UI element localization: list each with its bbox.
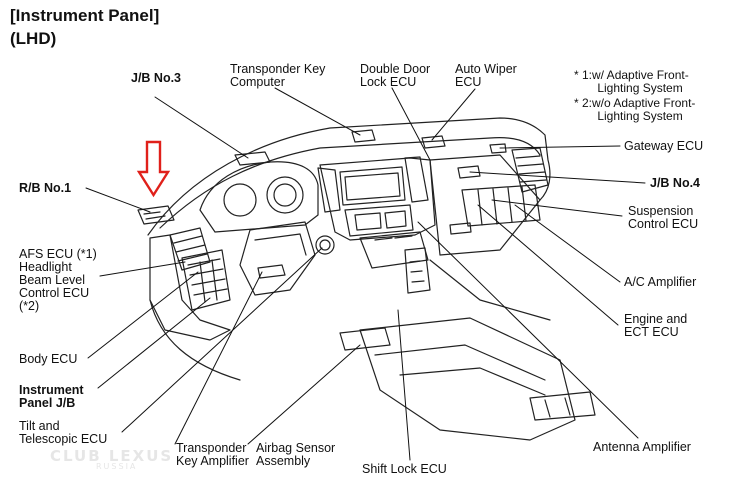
- right-ecu-cluster: [461, 184, 541, 227]
- label-suspension-control-ecu: Suspension Control ECU: [628, 204, 699, 231]
- leader-antenna-amplifier: [417, 221, 639, 439]
- ignition-knob: [315, 235, 335, 255]
- leader-transponder-key-amplifier: [174, 271, 263, 445]
- leader-jb4: [469, 171, 646, 184]
- label-jb4: J/B No.4: [650, 176, 701, 190]
- gateway-box: [489, 143, 507, 154]
- center-console: [359, 317, 576, 441]
- label-rb1: R/B No.1: [19, 181, 72, 195]
- center-vents: [317, 156, 429, 213]
- label-antenna-amplifier: Antenna Amplifier: [593, 440, 691, 454]
- cluster-hood: [199, 161, 319, 233]
- shifter: [404, 247, 431, 294]
- console-switches: [529, 391, 596, 421]
- right-dash: [429, 154, 541, 256]
- dashboard-top-outline: [147, 117, 551, 236]
- label-body-ecu: Body ECU: [19, 352, 78, 366]
- leader-suspension-control-ecu: [491, 199, 623, 217]
- diagram-title: [Instrument Panel]: [10, 6, 160, 25]
- right-vent: [511, 147, 549, 193]
- leader-jb3: [154, 96, 249, 159]
- dashboard-upper-edge: [159, 137, 541, 229]
- leader-engine-ect-ecu: [477, 204, 619, 326]
- label-afs-ecu: AFS ECU (*1) Headlight Beam Level Contro…: [19, 247, 97, 313]
- label-gateway-ecu: Gateway ECU: [624, 139, 704, 153]
- pointer-arrow-icon: [136, 140, 171, 198]
- climate-controls: [344, 204, 414, 237]
- leader-body-ecu: [87, 271, 199, 359]
- label-auto-wiper-ecu: Auto Wiper ECU: [455, 62, 517, 89]
- diagram-subtitle: (LHD): [10, 29, 57, 48]
- steering-column: [239, 221, 316, 296]
- double-door-lock-box: [351, 129, 376, 143]
- lower-stack: [359, 231, 429, 269]
- label-tilt-telescopic-ecu: Tilt and Telescopic ECU: [19, 419, 108, 446]
- footnote-afs: * 1:w/ Adaptive Front- Lighting System: [574, 68, 689, 95]
- label-transponder-key-computer: Transponder Key Computer: [230, 62, 326, 89]
- leader-airbag-sensor: [247, 344, 361, 445]
- label-transponder-key-amplifier: Transponder Key Amplifier: [176, 441, 249, 468]
- transponder-amp-box: [257, 264, 286, 279]
- leader-rb1: [85, 187, 151, 213]
- label-instrument-panel-jb: Instrument Panel J/B: [19, 383, 84, 410]
- transponder-key-computer-box: [234, 151, 271, 166]
- center-stack: [319, 157, 436, 241]
- label-double-door-lock-ecu: Double Door Lock ECU: [360, 62, 431, 89]
- left-vent: [169, 227, 211, 271]
- label-engine-ect-ecu: Engine and ECT ECU: [624, 312, 688, 339]
- leader-tilt-telescopic-ecu: [121, 247, 323, 433]
- leader-gateway-ecu: [499, 145, 621, 149]
- relay-block: [181, 249, 231, 311]
- leader-auto-wiper-ecu: [431, 88, 476, 141]
- gauge-right: [266, 176, 304, 214]
- leader-afs-ecu: [99, 261, 186, 277]
- display-screen: [339, 166, 406, 206]
- jb4-box: [457, 165, 481, 179]
- leader-transponder-key-computer: [274, 87, 361, 136]
- watermark-logo: CLUB LEXUS: [50, 447, 174, 465]
- leader-ac-amplifier: [514, 204, 621, 283]
- footnote-no-afs: * 2:w/o Adaptive Front- Lighting System: [574, 96, 696, 123]
- rb1-component: [137, 205, 175, 225]
- watermark-sub: RUSSIA: [96, 462, 138, 471]
- leader-shift-lock-ecu: [397, 309, 411, 461]
- label-airbag-sensor-assembly: Airbag Sensor Assembly: [256, 441, 336, 468]
- airbag-sensor-box: [339, 327, 391, 351]
- leader-instrument-panel-jb: [97, 297, 211, 389]
- label-shift-lock-ecu: Shift Lock ECU: [362, 462, 447, 476]
- label-jb3: J/B No.3: [131, 71, 182, 85]
- gauge-left: [223, 183, 257, 217]
- label-ac-amplifier: A/C Amplifier: [624, 275, 697, 289]
- left-lower-dash: [149, 234, 231, 341]
- leader-double-door-lock-ecu: [391, 87, 431, 161]
